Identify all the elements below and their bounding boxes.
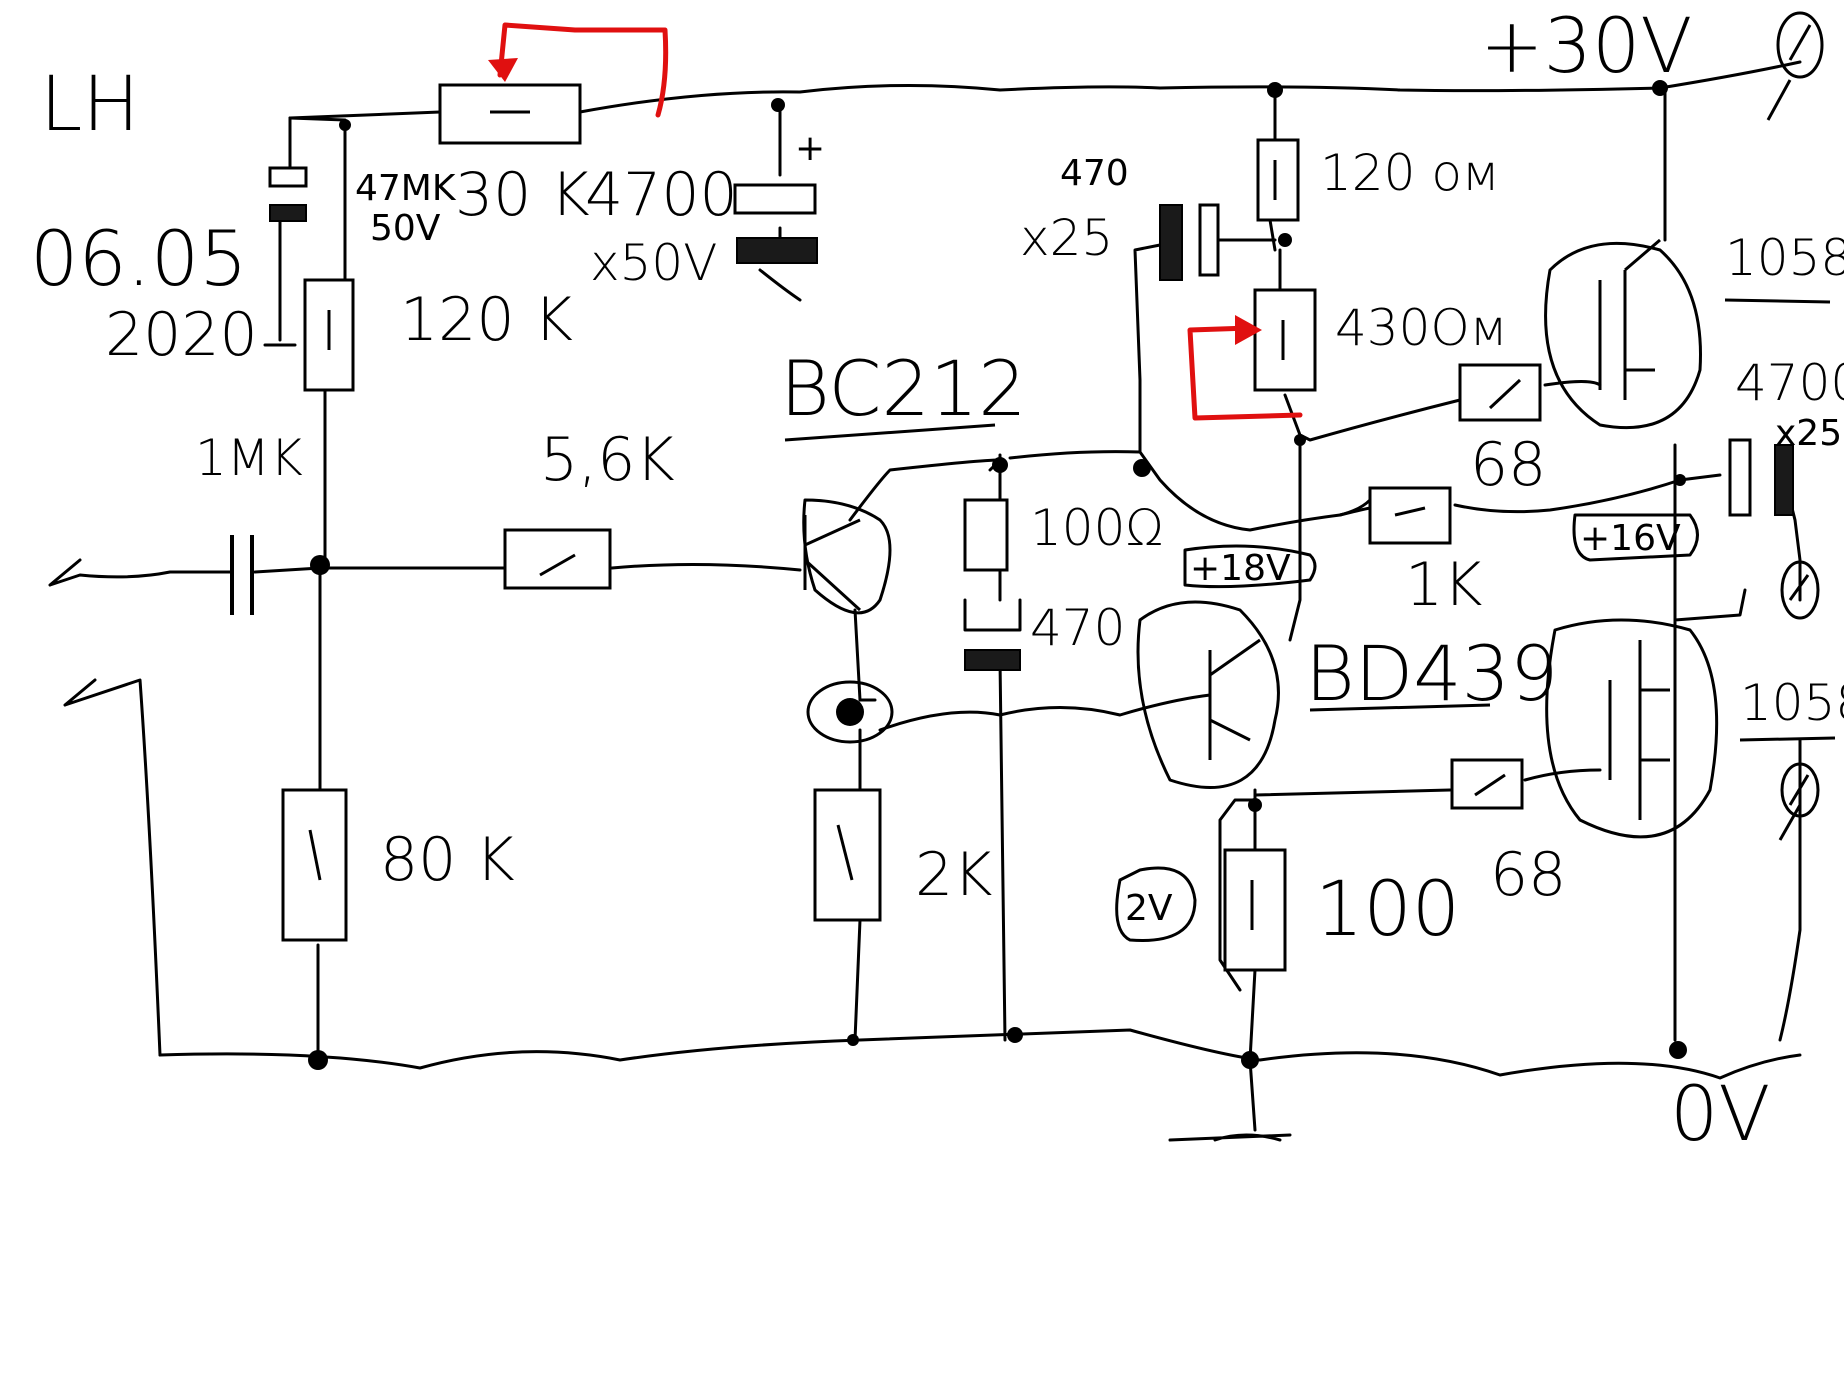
wires [48,60,1802,1142]
capacitor-470-x25-neg [1159,204,1183,281]
label-res-80k: 80 K [380,825,515,895]
label-plus: + [795,128,825,169]
label-bc212: BC212 [780,344,1027,433]
transistor-bd439 [1136,600,1280,789]
resistor-1k [1368,486,1452,545]
capacitor-4700-right-neg [1774,444,1794,516]
capacitor-47mk-plate [268,166,308,188]
label-res-5-6k: 5,6K [540,425,675,495]
red-arrow-430 [1187,325,1303,421]
label-1058-bottom: 1058 [1740,674,1844,732]
terminal-output-top [1780,560,1820,620]
label-cap-4700-right-v: x25 [1775,413,1842,454]
resistor-68-bottom [1450,758,1524,810]
label-cap-470-x25: 470 [1060,153,1129,194]
label-res-68-bottom: 68 [1490,840,1566,910]
label-cap-4700-right: 4700 [1735,354,1844,412]
label-cap-4700: 4700 [585,160,738,230]
label-bd439: BD439 [1305,629,1558,718]
label-cap-4700-v: x50V [590,234,717,292]
red-annotation-arrows [488,22,1303,421]
label-ground: 0V [1670,1069,1770,1158]
label-cap-470: 470 [1030,599,1125,657]
label-cap-1mk: 1MK [195,429,303,487]
label-18v: +18V [1190,548,1291,589]
capacitor-4700-right-plate [1728,438,1752,517]
terminal-output-bottom [1778,762,1820,841]
capacitor-470 [963,598,1022,632]
label-cap-47mk: 47MK [355,168,457,209]
label-res-120k: 120 K [400,285,573,355]
voltage-bubbles [1115,513,1699,942]
terminal-supply [1766,11,1824,121]
potentiometer-30k [438,83,582,145]
junction-nodes [308,80,1687,1070]
transistor-1058-bottom [1545,618,1719,839]
resistor-68-top [1458,363,1542,422]
capacitor-47mk-neg [269,204,307,222]
label-date-2: 2020 [105,300,258,370]
red-arrow-pot [497,22,669,118]
label-res-120-ohm: 120 ом [1320,144,1500,202]
resistor-5-6k [503,528,612,590]
label-16v: +16V [1580,518,1681,559]
label-cap-47mk-v: 50V [370,208,441,249]
label-1058-top: 1058 [1725,229,1844,287]
resistor-100 [1223,848,1287,972]
junction-circle [806,680,894,744]
label-supply: +30V [1480,1,1692,90]
resistor-430-ohm [1253,288,1317,392]
label-date-1: 06.05 [30,214,248,303]
resistor-120-ohm [1256,138,1300,222]
label-cap-470-x25-v: x25 [1020,209,1113,267]
label-2v: 2V [1125,888,1173,929]
transistor-1058-top [1544,238,1702,430]
label-res-2k: 2K [915,840,993,910]
transistor-bc212 [802,498,892,615]
label-res-100-ohm: 100Ω [1030,499,1164,557]
components [230,11,1824,972]
label-pot-30k: 30 K [455,160,590,230]
labels: LH 06.05 2020 30 K 47MK 50V 4700 x50V + … [30,1,1844,1158]
label-initials: LH [40,59,140,148]
label-res-100: 100 [1315,864,1460,953]
capacitor-4700-plate [733,183,817,215]
capacitor-4700-neg [736,237,818,264]
label-res-68-top: 68 [1470,430,1546,500]
label-res-430-ohm: 430Ом [1335,299,1508,357]
resistor-80k [281,788,348,942]
resistor-2k [813,788,882,922]
capacitor-470-x25-plate [1198,203,1220,277]
resistor-100-ohm [963,498,1009,572]
label-res-1k: 1K [1405,550,1483,620]
